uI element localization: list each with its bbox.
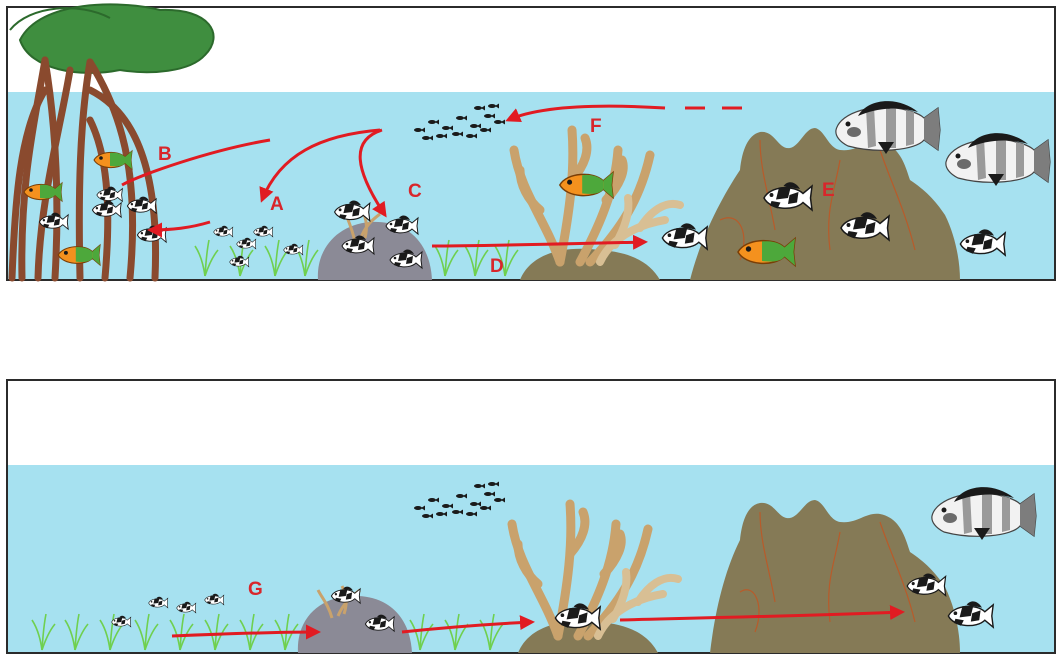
label-f: F bbox=[590, 116, 602, 137]
label-g: G bbox=[248, 579, 263, 600]
top-panel: B A C D F E bbox=[7, 4, 1055, 280]
label-a: A bbox=[270, 194, 284, 215]
bottom-panel: G bbox=[7, 380, 1055, 653]
label-b: B bbox=[158, 144, 172, 165]
label-e: E bbox=[822, 180, 835, 201]
label-d: D bbox=[490, 256, 504, 277]
label-c: C bbox=[408, 181, 422, 202]
